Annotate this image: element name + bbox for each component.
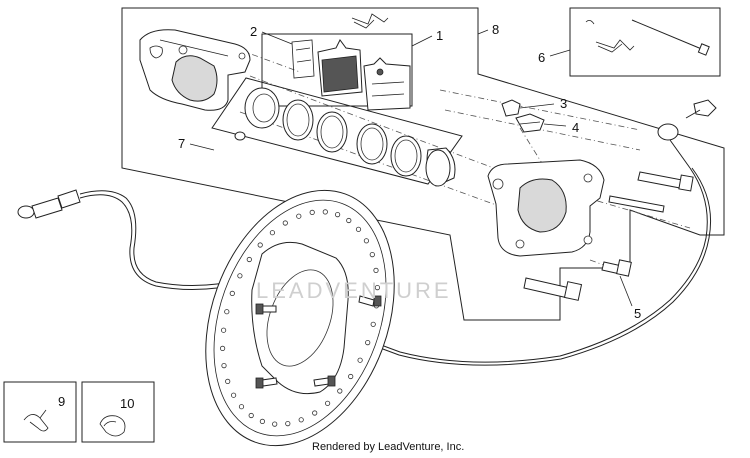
disc-vent-hole — [374, 284, 380, 291]
pad-spring — [291, 39, 315, 79]
clip-box-10 — [81, 381, 155, 443]
disc-vent-hole — [257, 242, 263, 248]
callout-4: 4 — [572, 120, 579, 135]
watermark: LEADVENTURE — [256, 278, 452, 303]
pin-kit-contents — [585, 19, 710, 56]
disc-vent-hole — [221, 362, 227, 369]
disc-vent-hole — [269, 230, 275, 236]
disc-vent-hole — [237, 273, 243, 279]
leader-lines — [189, 29, 633, 307]
disc-vent-hole — [324, 400, 331, 406]
disc-vent-hole — [309, 209, 315, 215]
mounting-bolt-short — [601, 259, 632, 277]
brake-pad-rear — [363, 57, 411, 111]
disc-vent-hole — [285, 420, 291, 427]
disc-vent-hole — [246, 256, 252, 263]
disc-vent-hole — [238, 404, 245, 410]
disc-vent-hole — [229, 290, 235, 296]
disc-vent-hole — [220, 345, 226, 351]
disc-holes — [220, 209, 380, 427]
disc-vent-hole — [355, 226, 362, 232]
callout-8: 8 — [492, 22, 499, 37]
pin-kit-box — [569, 7, 721, 77]
spring-clip-9 — [23, 409, 49, 432]
disc-vent-hole — [337, 388, 343, 394]
disc-vent-hole — [272, 421, 278, 427]
disc-vent-hole — [357, 357, 363, 363]
seal-ring-4 — [390, 135, 422, 177]
brake-pad-front — [317, 39, 363, 97]
disc-vent-hole — [373, 267, 379, 273]
disc-vent-hole — [346, 217, 352, 224]
brake-hose-right — [297, 99, 717, 366]
caliper-pin-upper — [637, 171, 694, 192]
caliper-half-right — [487, 159, 605, 257]
disc-vent-hole — [224, 309, 230, 315]
disc-vent-hole — [363, 238, 369, 244]
seal-ring-3 — [356, 123, 388, 165]
callout-9: 9 — [58, 394, 65, 409]
bleed-cap — [501, 99, 521, 117]
disc-vent-hole — [298, 417, 304, 423]
brake-disc — [205, 189, 395, 447]
callout-7: 7 — [178, 136, 185, 151]
disc-vent-hole — [259, 418, 265, 424]
callout-5: 5 — [634, 306, 641, 321]
disc-vent-hole — [221, 327, 227, 333]
disc-vent-hole — [282, 220, 288, 226]
disc-vent-hole — [369, 252, 375, 258]
disc-vent-hole — [231, 392, 237, 398]
pad-kit-frame — [261, 33, 413, 107]
caliper-kit-frame — [121, 7, 725, 321]
callout-3: 3 — [560, 96, 567, 111]
disc-vent-hole — [370, 321, 376, 327]
disc-vent-hole — [312, 410, 318, 416]
caliper-pin-lower — [608, 195, 665, 213]
disc-vent-hole — [348, 373, 354, 380]
callout-6: 6 — [538, 50, 545, 65]
seal-ring-2 — [316, 111, 348, 153]
anti-rattle-clip — [351, 13, 389, 29]
bleed-screw — [515, 113, 545, 133]
piston-right — [425, 147, 456, 187]
clip-box-9 — [3, 381, 77, 443]
disc-vent-hole — [322, 209, 328, 215]
callout-2: 2 — [250, 24, 257, 39]
disc-vent-hole — [248, 412, 254, 419]
render-credit: Rendered by LeadVenture, Inc. — [312, 441, 464, 453]
disc-vent-hole — [296, 213, 302, 219]
caliper-half-left — [139, 29, 251, 111]
mounting-bolt-long — [523, 277, 583, 301]
callout-1: 1 — [436, 28, 443, 43]
disc-vent-hole — [225, 378, 231, 384]
seal-kit-frame — [211, 77, 463, 185]
spring-clip-10 — [99, 415, 126, 437]
disc-vent-hole — [334, 212, 341, 218]
o-ring — [234, 131, 246, 141]
disc-vent-hole — [365, 339, 371, 346]
piston-large-left — [244, 87, 280, 129]
callout-10: 10 — [120, 396, 134, 411]
brake-hose-left — [17, 189, 301, 313]
disc-bolts — [255, 295, 382, 389]
seal-ring-1 — [282, 99, 314, 141]
